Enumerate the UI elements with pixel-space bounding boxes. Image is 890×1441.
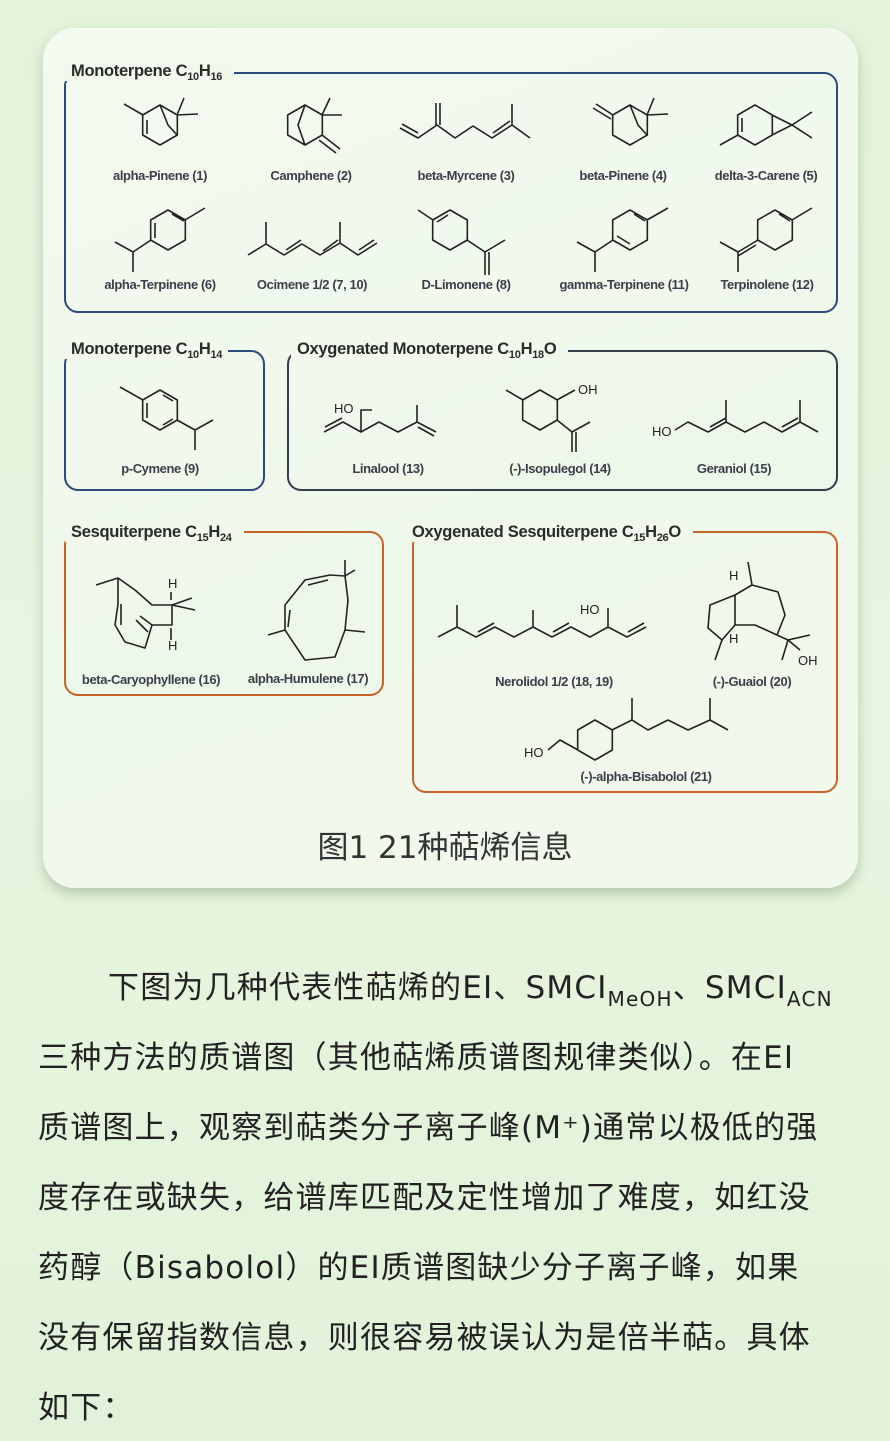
gamma-terpinene-structure — [576, 207, 669, 272]
compound-label: Nerolidol 1/2 (18, 19) — [495, 674, 613, 689]
d-limonene-structure — [417, 209, 506, 275]
compound-label: alpha-Humulene (17) — [247, 671, 369, 686]
compound-label: Ocimene 1/2 (7, 10) — [256, 277, 368, 292]
box-title-sesquiterpene: Sesquiterpene C15H24 — [65, 523, 244, 544]
paragraph-line: 三种方法的质谱图（其他萜烯质谱图规律类似）。在EI — [38, 1040, 795, 1076]
paragraph-line: 下图为几种代表性萜烯的EI、SMCIMeOH、SMCIACN — [108, 970, 833, 1011]
compound-label: gamma-Terpinene (11) — [559, 277, 689, 292]
atom-label-h: H — [729, 631, 738, 646]
box-title-monoterpene-c10h16: Monoterpene C10H16 — [65, 62, 235, 83]
atom-label-oh: OH — [578, 382, 598, 397]
atom-label-ho: HO — [334, 401, 354, 416]
beta-myrcene-structure — [399, 103, 531, 139]
atom-label-ho: HO — [524, 745, 544, 760]
beta-caryophyllene-structure — [95, 577, 196, 649]
structures-svg: HO OH HO H H HO H H OH HO — [95, 97, 819, 761]
paragraph-line: 质谱图上，观察到萜类分子离子峰(M⁺)通常以极低的强 — [38, 1110, 819, 1146]
compound-label: D-Limonene (8) — [421, 277, 511, 292]
p-cymene-structure — [119, 386, 214, 450]
paragraph-line: 药醇（Bisabolol）的EI质谱图缺少分子离子峰，如果 — [38, 1250, 800, 1286]
compound-label: (-)-alpha-Bisabolol (21) — [580, 769, 712, 784]
guaiol-structure — [707, 561, 811, 661]
compound-label: (-)-Isopulegol (14) — [509, 461, 611, 476]
box-title-oxygenated-monoterpene: Oxygenated Monoterpene C10H18O — [291, 340, 569, 361]
box-monoterpene-c10h16 — [64, 72, 838, 313]
atom-label-h: H — [168, 638, 177, 653]
bisabolol-structure — [547, 698, 729, 761]
compound-label: (-)-Guaiol (20) — [712, 674, 792, 689]
box-title-oxygenated-sesquiterpene: Oxygenated Sesquiterpene C15H26O — [406, 523, 693, 544]
compound-label: beta-Myrcene (3) — [417, 168, 515, 183]
alpha-humulene-structure — [267, 560, 366, 661]
delta-3-carene-structure — [719, 104, 813, 146]
camphene-structure — [286, 97, 342, 154]
compound-label: beta-Pinene (4) — [579, 168, 667, 183]
compound-label: alpha-Pinene (1) — [112, 168, 208, 183]
compound-label: Terpinolene (12) — [720, 277, 814, 292]
beta-pinene-structure — [592, 97, 669, 146]
nerolidol-structure — [437, 605, 647, 638]
atom-label-ho: HO — [580, 602, 600, 617]
atom-label-oh: OH — [798, 653, 818, 668]
atom-label-h: H — [729, 568, 738, 583]
isopulegol-structure — [505, 389, 591, 452]
compound-label: beta-Caryophyllene (16) — [81, 672, 221, 687]
alpha-terpinene-structure — [114, 207, 206, 272]
compound-label: delta-3-Carene (5) — [714, 168, 818, 183]
figure-caption: 图1 21种萜烯信息 — [317, 830, 573, 866]
atom-label-ho: HO — [652, 424, 672, 439]
alpha-pinene-structure — [123, 97, 199, 146]
ocimene-structure — [247, 222, 378, 256]
paragraph-line: 没有保留指数信息，则很容易被误认为是倍半萜。具体 — [38, 1320, 811, 1356]
box-title-monoterpene-c10h14: Monoterpene C10H14 — [65, 340, 229, 361]
linalool-structure — [323, 405, 437, 437]
paragraph-line: 如下： — [38, 1390, 135, 1426]
compound-label: p-Cymene (9) — [121, 461, 199, 476]
figure-card — [43, 28, 858, 888]
compound-label: Camphene (2) — [270, 168, 352, 183]
compound-label: Geraniol (15) — [696, 461, 772, 476]
compound-label: alpha-Terpinene (6) — [104, 277, 216, 292]
compound-label: Linalool (13) — [352, 461, 424, 476]
terpinolene-structure — [719, 207, 813, 272]
geraniol-structure — [674, 400, 819, 433]
atom-label-h: H — [168, 576, 177, 591]
paragraph-line: 度存在或缺失，给谱库匹配及定性增加了难度，如红没 — [38, 1180, 811, 1216]
